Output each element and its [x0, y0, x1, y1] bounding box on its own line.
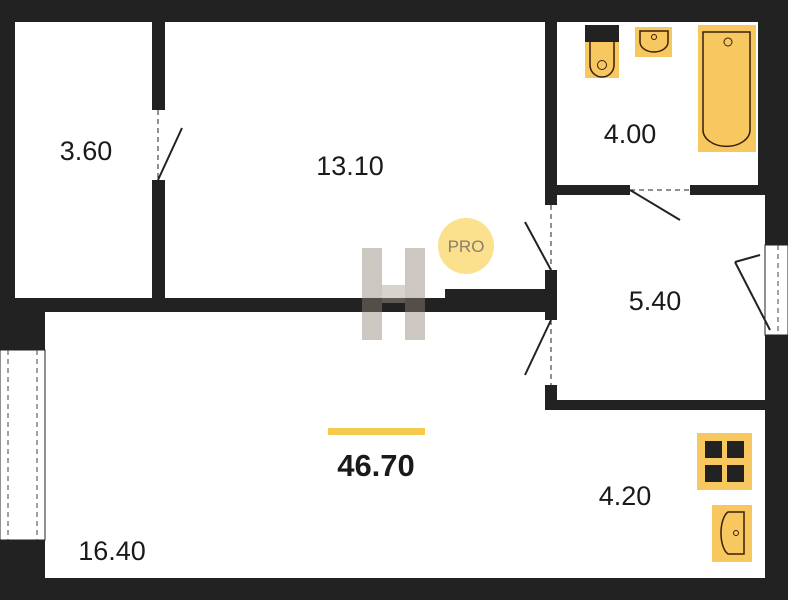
room-area-storage: 3.60: [60, 136, 113, 166]
doors: [157, 110, 771, 385]
room-area-living-room: 16.40: [78, 536, 146, 566]
logo-watermark: [362, 248, 425, 340]
sink-icon: [635, 27, 672, 57]
kitchen-sink-icon: [712, 505, 752, 562]
room-area-hallway: 5.40: [629, 286, 682, 316]
pro-badge-label: PRO: [448, 237, 485, 256]
total-area-accent-bar: [328, 428, 425, 435]
pro-badge: PRO: [438, 218, 494, 274]
toilet-icon: [585, 25, 619, 78]
stove-icon: [697, 433, 752, 490]
window-right: [764, 244, 788, 336]
room-area-bathroom: 4.00: [604, 119, 657, 149]
window-left: [0, 349, 46, 541]
room-area-kitchen: 4.20: [599, 481, 652, 511]
bathtub-icon: [698, 25, 756, 152]
room-area-bedroom: 13.10: [316, 151, 384, 181]
total-area: 46.70: [337, 448, 415, 483]
